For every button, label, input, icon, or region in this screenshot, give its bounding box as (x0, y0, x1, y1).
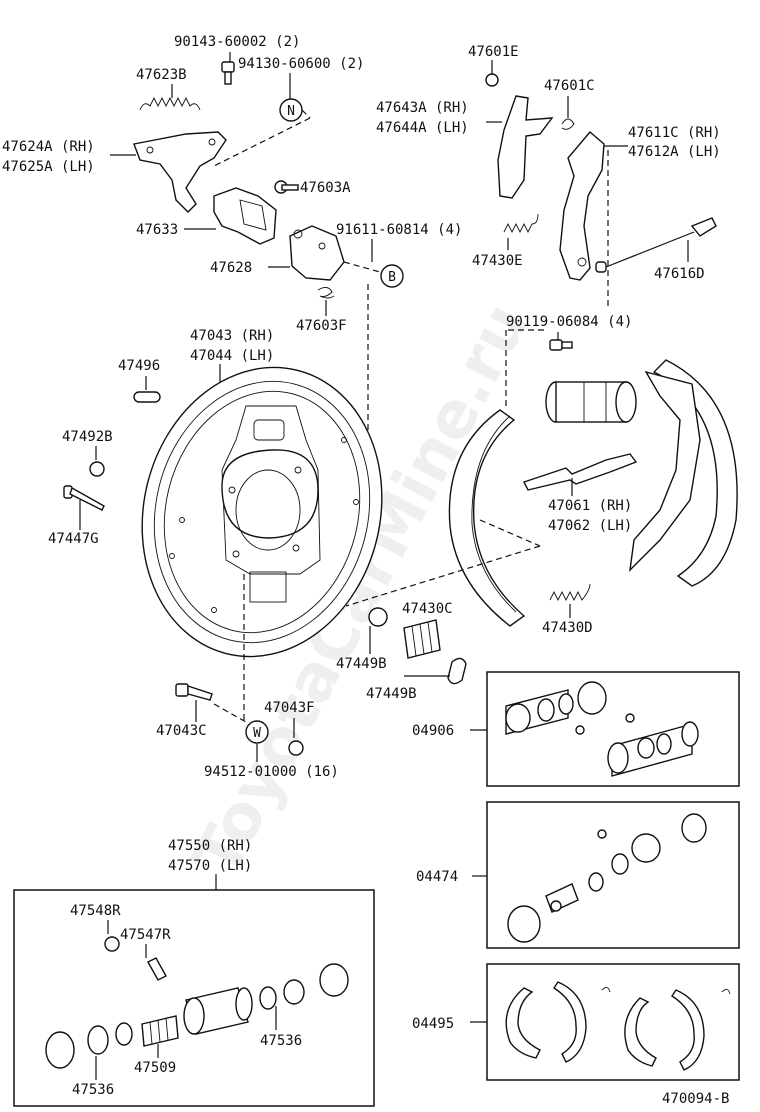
label-47601c[interactable]: 47601C (544, 78, 595, 94)
brake-shoe-left-drawing (448, 409, 526, 627)
spring-47623b-drawing (139, 96, 201, 111)
label-94512[interactable]: 94512-01000 (16) (204, 764, 339, 780)
label-47644a[interactable]: 47644A (LH) (376, 120, 469, 136)
wheel-cylinder-47550-drawing (45, 963, 349, 1069)
label-47449b-2[interactable]: 47449B (366, 686, 417, 702)
label-47492b[interactable]: 47492B (62, 429, 113, 445)
label-47603a[interactable]: 47603A (300, 180, 351, 196)
label-47633[interactable]: 47633 (136, 222, 178, 238)
spring-47430d-drawing (549, 583, 591, 602)
label-47628[interactable]: 47628 (210, 260, 252, 276)
clip-47601e-drawing (485, 73, 499, 87)
bolt-47043c-drawing (175, 683, 213, 701)
label-47496[interactable]: 47496 (118, 358, 160, 374)
wheel-cylinder-drawing (545, 381, 637, 423)
label-47570[interactable]: 47570 (LH) (168, 858, 252, 874)
label-47623b[interactable]: 47623B (136, 67, 187, 83)
label-47043c[interactable]: 47043C (156, 723, 207, 739)
label-04474[interactable]: 04474 (416, 869, 458, 885)
label-91611[interactable]: 91611-60814 (4) (336, 222, 462, 238)
cap-47449b-drawing (368, 607, 388, 627)
kit-04495-parts (505, 981, 731, 1071)
label-47616d[interactable]: 47616D (654, 266, 705, 282)
reference-marker-b: B (380, 264, 404, 288)
bolt-90143-drawing (221, 61, 235, 85)
label-90119[interactable]: 90119-06084 (4) (506, 314, 632, 330)
label-90143[interactable]: 90143-60002 (2) (174, 34, 300, 50)
kit-box-04906 (486, 671, 740, 787)
pin-47603a-drawing (274, 180, 299, 194)
parking-lever-47611c-drawing (559, 131, 605, 281)
reference-marker-w: W (245, 720, 269, 744)
label-47625a[interactable]: 47625A (LH) (2, 159, 95, 175)
bleeder-47547r-drawing (147, 957, 167, 981)
plug-47496-drawing (133, 391, 161, 403)
label-47611c[interactable]: 47611C (RH) (628, 125, 721, 141)
label-47624a[interactable]: 47624A (RH) (2, 139, 95, 155)
bolt-90119-drawing (549, 339, 573, 351)
label-94130[interactable]: 94130-60600 (2) (238, 56, 364, 72)
cap-47548r-drawing (104, 936, 120, 952)
brake-shoe-right-drawing (652, 359, 738, 587)
diagram-id: 470094-B (662, 1091, 729, 1107)
adjuster-47628-drawing (289, 225, 345, 281)
kit-04474-parts (507, 813, 707, 943)
strut-47633-drawing (213, 187, 277, 245)
lever-47643a-drawing (497, 95, 554, 199)
clip-47603f-drawing (317, 287, 335, 299)
label-47430e[interactable]: 47430E (472, 253, 523, 269)
label-47447g[interactable]: 47447G (48, 531, 99, 547)
svg-text:W: W (253, 726, 261, 741)
retainer-47449b-drawing (447, 657, 467, 685)
label-47536-2[interactable]: 47536 (72, 1082, 114, 1098)
label-47601e[interactable]: 47601E (468, 44, 519, 60)
label-47061[interactable]: 47061 (RH) (548, 498, 632, 514)
cap-47492b-drawing (89, 461, 105, 477)
label-47612a[interactable]: 47612A (LH) (628, 144, 721, 160)
label-47449b-1[interactable]: 47449B (336, 656, 387, 672)
label-04495[interactable]: 04495 (412, 1016, 454, 1032)
clip-47601c-drawing (561, 118, 575, 130)
label-47548r[interactable]: 47548R (70, 903, 121, 919)
cable-47616d-drawing (595, 217, 717, 273)
backing-plate-drawing (141, 366, 383, 658)
label-47536-1[interactable]: 47536 (260, 1033, 302, 1049)
label-47043-rh[interactable]: 47043 (RH) (190, 328, 274, 344)
label-47603f[interactable]: 47603F (296, 318, 347, 334)
label-47044-lh[interactable]: 47044 (LH) (190, 348, 274, 364)
label-04906[interactable]: 04906 (412, 723, 454, 739)
label-47043f[interactable]: 47043F (264, 700, 315, 716)
bolt-47447g-drawing (63, 485, 105, 511)
label-47550[interactable]: 47550 (RH) (168, 838, 252, 854)
label-47430d[interactable]: 47430D (542, 620, 593, 636)
label-47430c[interactable]: 47430C (402, 601, 453, 617)
kit-04906-parts (505, 681, 699, 777)
label-47643a[interactable]: 47643A (RH) (376, 100, 469, 116)
kit-box-47550 (13, 889, 375, 1107)
nut-47043f-drawing (288, 740, 304, 756)
label-47062[interactable]: 47062 (LH) (548, 518, 632, 534)
kit-box-04474 (486, 801, 740, 949)
spring-47430e-drawing (503, 213, 539, 234)
label-47547r[interactable]: 47547R (120, 927, 171, 943)
reference-marker-n: N (279, 98, 303, 122)
parking-lever-drawing (133, 131, 227, 213)
label-47509[interactable]: 47509 (134, 1060, 176, 1076)
svg-text:N: N (287, 104, 295, 119)
svg-text:B: B (388, 270, 396, 285)
adjuster-47061-drawing (523, 453, 638, 491)
